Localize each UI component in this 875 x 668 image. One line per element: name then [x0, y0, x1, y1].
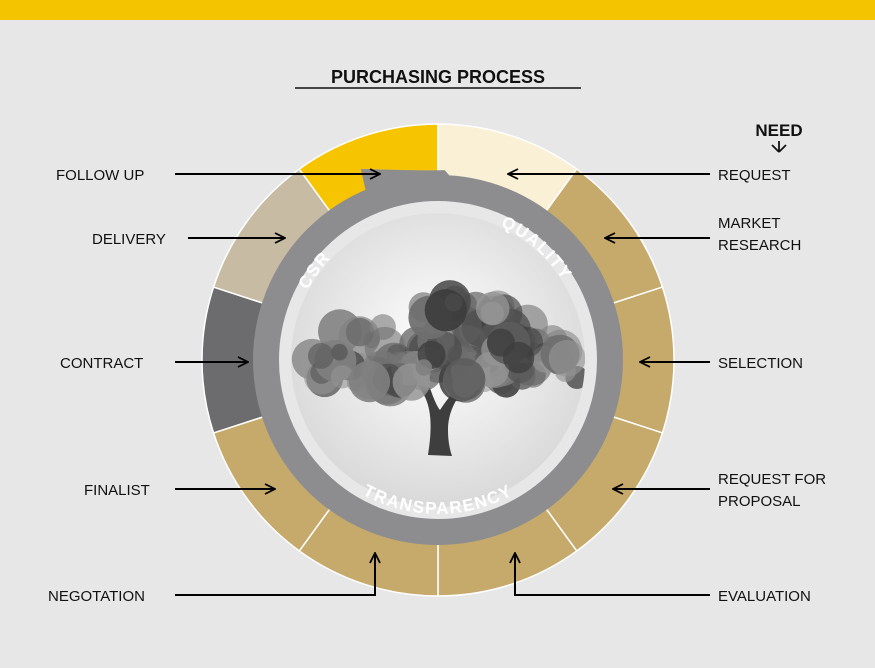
connector-negotation	[175, 553, 375, 596]
label-negotation: NEGOTATION	[48, 588, 145, 605]
label-finalist: FINALIST	[84, 482, 150, 499]
label-follow-up: FOLLOW UP	[56, 167, 144, 184]
need-arrow-icon	[771, 144, 780, 153]
label-contract: CONTRACT	[60, 355, 143, 372]
label-delivery: DELIVERY	[92, 231, 166, 248]
top-accent-bar	[0, 0, 875, 20]
label-selection: SELECTION	[718, 355, 803, 372]
values-ring-notch	[360, 169, 462, 205]
need-label: NEED	[755, 121, 802, 140]
connector-evaluation	[515, 553, 710, 596]
label-evaluation: EVALUATION	[718, 588, 811, 605]
connectors	[175, 174, 710, 596]
label-request: REQUEST	[718, 167, 791, 184]
tree-image	[291, 280, 585, 456]
page-title: PURCHASING PROCESS	[331, 67, 545, 87]
